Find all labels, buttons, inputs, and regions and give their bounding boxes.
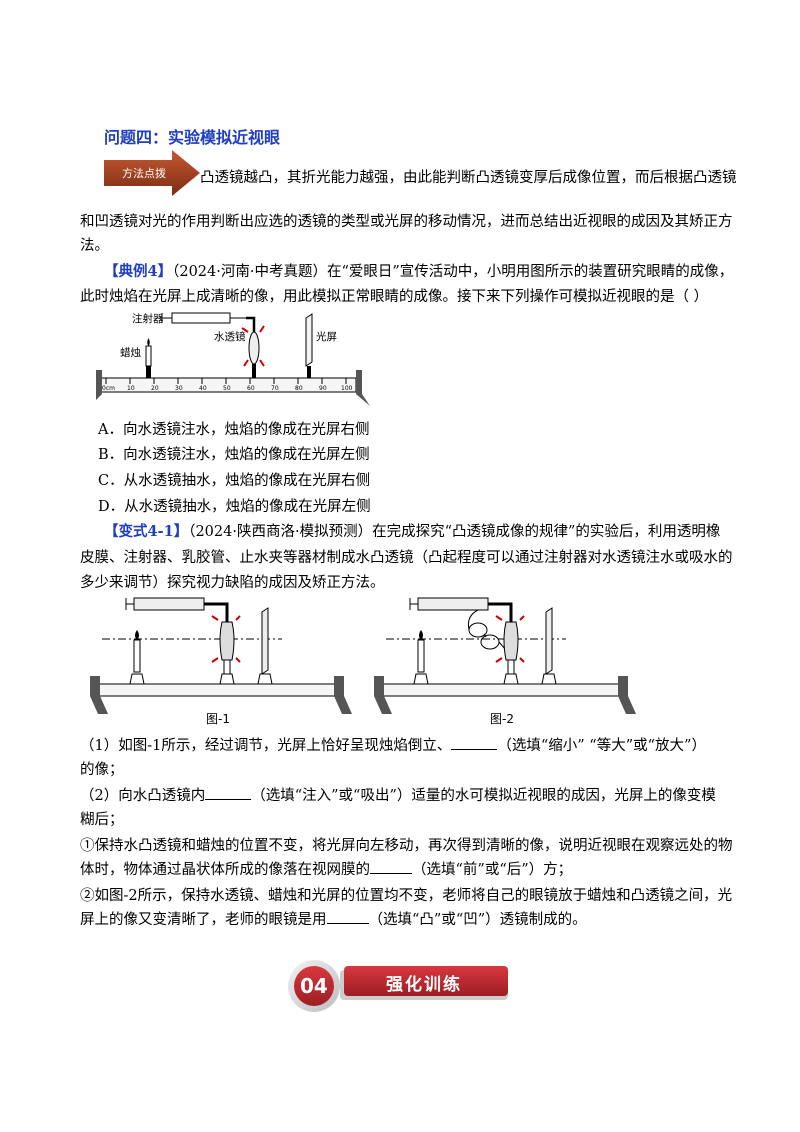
label-syringe: 注射器 xyxy=(132,312,164,325)
banner-background xyxy=(288,960,508,1012)
q3-line2: 体时，物体通过晶状体所成的像落在视网膜的 （选填“前”或“后”）方； xyxy=(80,858,572,879)
option-a: A．向水透镜注水，烛焰的像成在光屏右侧 xyxy=(98,422,370,438)
q2-line1: （2）向水凸透镜内 （选填“注入”或“吸出”）适量的水可模拟近视眼的成因，光屏上的… xyxy=(80,784,716,805)
label-candle: 蜡烛 xyxy=(120,346,141,359)
section-number: 04 xyxy=(300,974,328,998)
method-text-line3: 法。 xyxy=(80,238,109,254)
option-c: C．从水透镜抽水，烛焰的像成在光屏右侧 xyxy=(98,473,371,489)
tick-50: 50 xyxy=(223,385,231,392)
q2-line2: 糊后； xyxy=(80,812,124,828)
tick-80: 80 xyxy=(295,385,303,392)
variant41-text1: （2024·陕西商洛·模拟预测）在完成探究“凸透镜成像的规律”的实验后，利用透明… xyxy=(188,524,721,540)
section-04-title: 强化训练 xyxy=(386,975,462,995)
tick-20: 20 xyxy=(151,385,159,392)
method-text-line2: 和凹透镜对光的作用判断出应选的透镜的类型或光屏的移动情况，进而总结出近视眼的成因… xyxy=(80,214,733,230)
figure-2-caption: 图-2 xyxy=(490,712,514,726)
figure-1-caption: 图-1 xyxy=(206,712,230,726)
tick-90: 90 xyxy=(319,385,327,392)
q2-text-a: （2）向水凸透镜内 xyxy=(80,788,206,804)
q3-line1: ①保持水凸透镜和蜡烛的位置不变，将光屏向左移动，再次得到清晰的像，说明近视眼在观… xyxy=(80,838,733,854)
tick-10: 10 xyxy=(127,385,135,392)
section-title: 问题四：实验模拟近视眼 xyxy=(104,128,281,147)
variant41-line3: 多少来调节）探究视力缺陷的成因及矫正方法。 xyxy=(80,575,385,591)
q4-text-c: （选填“凸”或“凹”）透镜制成的。 xyxy=(368,912,587,928)
example4-line2: 此时烛焰在光屏上成清晰的像，用此模拟正常眼睛的成像。接下来下列操作可模拟近视眼的… xyxy=(80,289,709,305)
q3-text-c: （选填“前”或“后”）方； xyxy=(412,862,573,878)
syringe-body xyxy=(171,312,231,324)
section-04-banner: 04 强化训练 xyxy=(282,958,518,1014)
candle xyxy=(145,345,152,367)
variant41-label: 【变式4-1】 xyxy=(104,523,189,540)
q2-text-b: （选填“注入”或“吸出”）适量的水可模拟近视眼的成因，光屏上的像变模 xyxy=(251,788,716,804)
q4-blank[interactable] xyxy=(326,909,369,924)
q4-line1: ②如图-2所示，保持水透镜、蜡烛和光屏的位置均不变，老师将自己的眼镜放于蜡烛和凸… xyxy=(80,888,733,904)
figure-1 xyxy=(90,597,352,714)
tick-60: 60 xyxy=(247,385,255,392)
method-badge-arrow-icon xyxy=(104,150,200,196)
option-b: B．向水透镜注水，烛焰的像成在光屏左侧 xyxy=(98,447,370,463)
label-water-lens: 水透镜 xyxy=(214,330,246,343)
figure-2 xyxy=(374,597,636,714)
q1-text-a: （1）如图-1所示，经过调节，光屏上恰好呈现烛焰倒立、 xyxy=(80,738,452,754)
syringe-tube xyxy=(246,316,256,336)
method-badge-label: 方法点拨 xyxy=(122,167,166,180)
ruler-ticks xyxy=(105,378,347,384)
example4-line1: 【典例4】（2024·河南·中考真题）在“爱眼日”宣传活动中，小明用图所示的装置… xyxy=(104,260,733,281)
tick-40: 40 xyxy=(199,385,207,392)
q4-text-b: 屏上的像又变清晰了，老师的眼镜是用 xyxy=(80,912,327,928)
method-badge: 方法点拨 xyxy=(104,150,200,196)
example4-text1: （2024·河南·中考真题）在“爱眼日”宣传活动中，小明用图所示的装置研究眼睛的… xyxy=(172,264,734,280)
variant41-line2: 皮膜、注射器、乳胶管、止水夹等器材制成水凸透镜（凸起程度可以通过注射器对水透镜注… xyxy=(80,550,733,566)
q4-line2: 屏上的像又变清晰了，老师的眼镜是用 （选填“凸”或“凹”）透镜制成的。 xyxy=(80,908,587,929)
variant41-line1: 【变式4-1】（2024·陕西商洛·模拟预测）在完成探究“凸透镜成像的规律”的实… xyxy=(104,520,720,541)
example4-figure: 注射器 水透镜 蜡烛 光屏 0cm 10 20 30 40 50 60 70 8… xyxy=(96,312,370,406)
light-screen xyxy=(305,313,313,367)
label-screen: 光屏 xyxy=(316,330,337,343)
water-lens xyxy=(248,331,260,365)
q1-text-b: （选填“缩小” “等大”或“放大”） xyxy=(497,738,706,754)
q3-text-b: 体时，物体通过晶状体所成的像落在视网膜的 xyxy=(80,862,370,878)
ruler-start: 0cm xyxy=(102,385,115,392)
q1-line1: （1）如图-1所示，经过调节，光屏上恰好呈现烛焰倒立、 （选填“缩小” “等大”或… xyxy=(80,734,706,755)
glasses-icon xyxy=(467,609,507,651)
tick-70: 70 xyxy=(271,385,279,392)
q1-blank[interactable] xyxy=(451,735,498,750)
method-text-line1: 凸透镜越凸，其折光能力越强，由此能判断凸透镜变厚后成像位置，而后根据凸透镜 xyxy=(200,170,737,186)
tick-30: 30 xyxy=(175,385,183,392)
option-d: D．从水透镜抽水，烛焰的像成在光屏左侧 xyxy=(98,499,371,515)
q2-blank[interactable] xyxy=(205,785,252,800)
tick-100: 100 xyxy=(341,385,353,392)
example4-label: 【典例4】 xyxy=(104,263,173,280)
q3-blank[interactable] xyxy=(370,859,412,874)
q1-line2: 的像； xyxy=(80,762,124,778)
